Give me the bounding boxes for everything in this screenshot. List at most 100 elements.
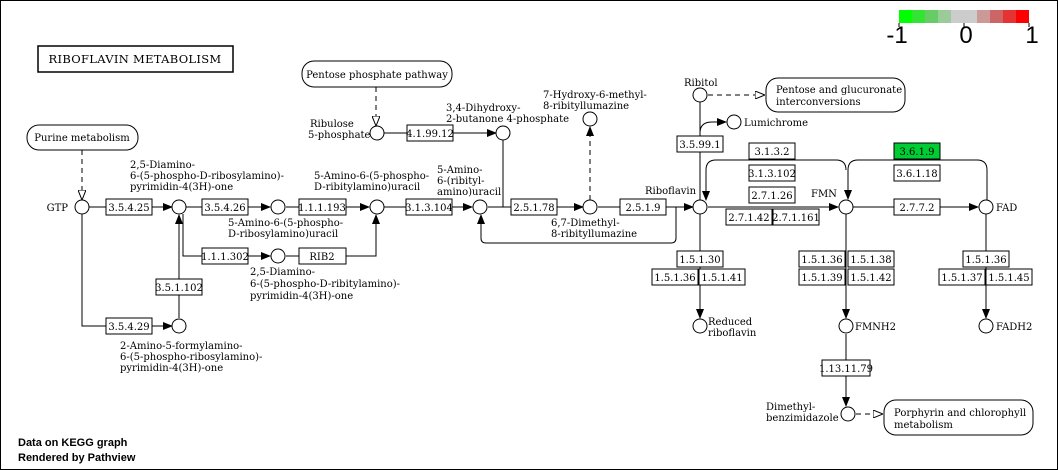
- enzyme-label: 1.1.1.302: [201, 252, 249, 263]
- enzyme-1-5-1-30[interactable]: 1.5.1.30: [676, 250, 724, 268]
- enzyme-3-5-1-102[interactable]: 3.5.1.102: [155, 278, 203, 296]
- map-pentose-glucuronate-label-1: Pentose and glucuronate: [776, 85, 902, 96]
- enzyme-label: 1.5.1.36: [965, 255, 1006, 266]
- compound-gtp-label: GTP: [47, 203, 69, 214]
- compound-diamino-ribitylamino-label-3: pyrimidin-4(3H)-one: [250, 291, 353, 302]
- compound-amino-formylamino-node[interactable]: [171, 318, 187, 334]
- enzyme-3-1-3-104[interactable]: 3.1.3.104: [405, 198, 453, 216]
- enzyme-2-5-1-78[interactable]: 2.5.1.78: [510, 198, 558, 216]
- map-pentose-phosphate[interactable]: Pentose phosphate pathway: [301, 60, 453, 88]
- enzyme-1-5-1-36-c[interactable]: 1.5.1.36: [962, 250, 1010, 268]
- compound-ribulose-node[interactable]: [369, 125, 385, 141]
- compound-fad-label: FAD: [996, 203, 1017, 214]
- legend-color-cell: [990, 10, 1003, 23]
- enzyme-label: 1.5.1.38: [850, 255, 891, 266]
- enzyme-label: 2.7.7.2: [900, 203, 935, 214]
- compound-amino-ribityl-uracil-label-2: 6-(ribityl-: [437, 176, 484, 187]
- enzyme-2-7-1-161[interactable]: 2.7.1.161: [772, 208, 820, 226]
- enzyme-label: 2.7.1.161: [772, 213, 820, 224]
- enzyme-label: 1.1.1.193: [298, 203, 346, 214]
- compound-fad-node[interactable]: [978, 199, 994, 215]
- compound-dihydroxy-butanone-label-1: 3,4-Dihydroxy-: [446, 103, 520, 114]
- compound-amino-ribitylamino-node[interactable]: [369, 199, 385, 215]
- compound-diamino-ribosylamino-label-2: 6-(5-phospho-D-ribosylamino)-: [130, 171, 284, 182]
- enzyme-1-5-1-45[interactable]: 1.5.1.45: [985, 268, 1033, 286]
- enzyme-label: 3.5.4.29: [108, 322, 149, 333]
- enzyme-label: 3.1.3.102: [748, 169, 796, 180]
- map-purine[interactable]: Purine metabolism: [26, 124, 139, 151]
- compound-dimethylbenzimidazole-label-1: Dimethyl-: [766, 402, 815, 413]
- enzyme-1-5-1-36-b[interactable]: 1.5.1.36: [798, 250, 846, 268]
- enzyme-2-7-1-42[interactable]: 2.7.1.42: [725, 208, 773, 226]
- compound-dimethylbenzimidazole-node[interactable]: [840, 406, 856, 422]
- legend-color-cell: [1016, 10, 1029, 23]
- compound-fadh2-node[interactable]: [978, 318, 994, 334]
- color-legend: -1 0 1: [886, 10, 1039, 49]
- enzyme-3-1-3-102[interactable]: 3.1.3.102: [748, 164, 796, 182]
- enzyme-3-1-3-2[interactable]: 3.1.3.2: [748, 142, 796, 160]
- compound-reduced-riboflavin-node[interactable]: [692, 318, 708, 334]
- enzyme-label: 3.6.1.18: [896, 169, 937, 180]
- compound-nodes: [74, 87, 994, 422]
- map-porphyrin[interactable]: Porphyrin and chlorophyll metabolism: [883, 399, 1034, 436]
- enzyme-3-5-4-26[interactable]: 3.5.4.26: [201, 198, 249, 216]
- compound-fmn-node[interactable]: [838, 199, 854, 215]
- enzyme-1-5-1-38[interactable]: 1.5.1.38: [847, 250, 895, 268]
- compound-diamino-ribosylamino-node[interactable]: [171, 199, 187, 215]
- compound-amino-ribosylamino-label-1: 5-Amino-6-(5-phospho-: [228, 218, 343, 229]
- enzyme-label: RIB2: [309, 252, 334, 263]
- enzyme-3-5-4-25[interactable]: 3.5.4.25: [105, 198, 153, 216]
- compound-dimethyl-lumazine-node[interactable]: [582, 199, 598, 215]
- enzyme-1-1-1-193[interactable]: 1.1.1.193: [298, 198, 347, 216]
- map-purine-label: Purine metabolism: [34, 133, 130, 144]
- compound-reduced-riboflavin-label-1: Reduced: [708, 317, 753, 328]
- enzyme-label: 1.5.1.36: [801, 255, 842, 266]
- enzyme-3-6-1-18[interactable]: 3.6.1.18: [893, 164, 941, 182]
- enzyme-1-5-1-36-a[interactable]: 1.5.1.36: [651, 268, 699, 286]
- enzyme-2-5-1-9[interactable]: 2.5.1.9: [619, 198, 667, 216]
- compound-dimethyl-lumazine-label-1: 6,7-Dimethyl-: [551, 218, 620, 229]
- compound-amino-ribosylamino-node[interactable]: [270, 199, 286, 215]
- legend-color-cell: [938, 10, 951, 23]
- enzyme-3-6-1-9[interactable]: 3.6.1.9: [893, 142, 941, 160]
- compound-fadh2-label: FADH2: [996, 322, 1032, 333]
- enzyme-1-5-1-39[interactable]: 1.5.1.39: [798, 268, 846, 286]
- compound-hydroxy-lumazine-node[interactable]: [582, 111, 598, 127]
- legend-color-cell: [912, 10, 925, 23]
- compound-fmnh2-node[interactable]: [838, 318, 854, 334]
- enzyme-1-5-1-42[interactable]: 1.5.1.42: [847, 268, 895, 286]
- map-pentose-phosphate-label: Pentose phosphate pathway: [306, 70, 448, 81]
- compound-dihydroxy-butanone-node[interactable]: [495, 125, 511, 141]
- enzyme-label: 1.5.1.37: [941, 273, 982, 284]
- enzyme-4-1-99-12[interactable]: 4.1.99.12: [406, 124, 454, 142]
- compound-amino-ribityl-uracil-node[interactable]: [472, 199, 488, 215]
- compound-fmnh2-label: FMNH2: [855, 322, 896, 333]
- enzyme-2-7-7-2[interactable]: 2.7.7.2: [893, 198, 941, 216]
- legend-max-label: 1: [1025, 22, 1038, 49]
- enzyme-label: 3.5.4.26: [204, 203, 245, 214]
- enzyme-3-5-99-1[interactable]: 3.5.99.1: [676, 135, 724, 153]
- enzyme-1-5-1-41[interactable]: 1.5.1.41: [698, 268, 746, 286]
- compound-gtp-node[interactable]: [74, 199, 90, 215]
- enzyme-1-1-1-302[interactable]: 1.1.1.302: [201, 247, 249, 265]
- compound-diamino-ribitylamino-node[interactable]: [270, 248, 286, 264]
- pathway-title-box: RIBOFLAVIN METABOLISM: [37, 45, 234, 73]
- compound-reduced-riboflavin-label-2: riboflavin: [708, 328, 757, 339]
- enzyme-label: 3.1.3.104: [405, 203, 453, 214]
- enzyme-2-7-1-26[interactable]: 2.7.1.26: [748, 186, 796, 204]
- enzyme-3-5-4-29[interactable]: 3.5.4.29: [105, 317, 153, 335]
- compound-ribulose-label-2: 5-phosphate: [308, 130, 371, 141]
- compound-riboflavin-node[interactable]: [692, 199, 708, 215]
- compound-ribitol-label: Ribitol: [684, 78, 718, 89]
- enzyme-rib2[interactable]: RIB2: [298, 247, 347, 265]
- compound-amino-formylamino-label-1: 2-Amino-5-formylamino-: [120, 341, 243, 352]
- enzyme-1-13-11-79[interactable]: 1.13.11.79: [819, 359, 873, 377]
- map-pentose-glucuronate[interactable]: Pentose and glucuronate interconversions: [765, 77, 906, 113]
- enzyme-1-5-1-37[interactable]: 1.5.1.37: [938, 268, 986, 286]
- compound-lumichrome-node[interactable]: [726, 114, 742, 130]
- compound-ribitol-node[interactable]: [692, 87, 708, 103]
- enzyme-label: 1.5.1.30: [679, 255, 720, 266]
- enzyme-label: 1.5.1.45: [988, 273, 1029, 284]
- compound-amino-ribitylamino-label-1: 5-Amino-6-(5-phospho-: [314, 171, 429, 182]
